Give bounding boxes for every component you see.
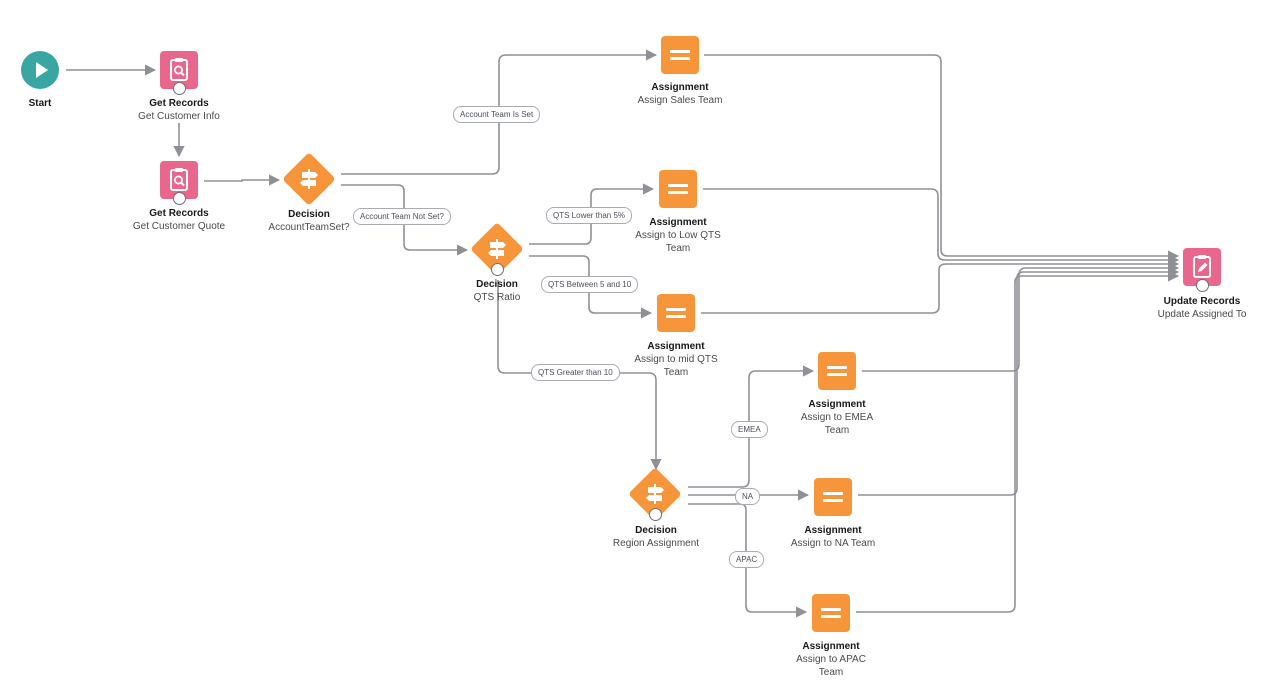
outcome-label-na[interactable]: NA	[735, 488, 761, 505]
get-customer-info-node[interactable]	[160, 51, 198, 95]
assignment-tile	[812, 594, 850, 632]
get-customer-info-label: Get Records Get Customer Info	[94, 97, 264, 123]
connector-port[interactable]	[649, 508, 662, 521]
assign-na-node[interactable]	[814, 478, 852, 516]
connector-mid-to-update	[701, 258, 1180, 314]
assignment-icon	[823, 492, 843, 502]
assign-low-qts-label: Assignment Assign to Low QTS Team	[593, 216, 763, 255]
node-name: Region Assignment	[612, 538, 700, 549]
assign-sales-team-node[interactable]	[661, 36, 699, 74]
outcome-label-qts-greater-than-10[interactable]: QTS Greater than 10	[531, 364, 620, 381]
assignment-tile	[657, 294, 695, 332]
assignment-tile	[814, 478, 852, 516]
update-records-node[interactable]	[1183, 248, 1221, 292]
connector-get-quote-to-decision	[204, 174, 281, 186]
assignment-tile	[818, 352, 856, 390]
outcome-label-account-team-not-set[interactable]: Account Team Not Set?	[353, 208, 451, 225]
decision-region-label: Decision Region Assignment	[571, 524, 741, 550]
assignment-tile	[661, 36, 699, 74]
outcome-label-apac[interactable]: APAC	[729, 551, 765, 568]
node-type: Assignment	[649, 217, 707, 228]
record-lookup-icon	[170, 58, 188, 81]
node-type: Get Records	[149, 98, 209, 109]
outcome-label-account-team-is-set[interactable]: Account Team Is Set	[453, 106, 541, 123]
node-type: Assignment	[804, 525, 862, 536]
assignment-icon	[666, 308, 686, 318]
node-name: QTS Ratio	[473, 292, 521, 303]
outcome-label-emea[interactable]: EMEA	[731, 421, 768, 438]
outcome-label-qts-between-5-and-10[interactable]: QTS Between 5 and 10	[541, 276, 639, 293]
node-type: Assignment	[802, 641, 860, 652]
node-name: Update Assigned To	[1157, 309, 1247, 320]
record-lookup-icon	[170, 168, 188, 191]
node-name: Get Customer Quote	[132, 221, 226, 232]
node-type: Start	[28, 98, 52, 109]
decision-icon	[488, 239, 506, 259]
assign-apac-label: Assignment Assign to APAC Team	[746, 640, 916, 679]
connector-sales-to-update	[704, 54, 1180, 262]
play-icon	[36, 62, 48, 78]
assignment-icon	[827, 366, 847, 376]
connector-na-to-update	[858, 266, 1180, 496]
node-name: AccountTeamSet?	[268, 222, 350, 233]
node-type: Assignment	[647, 341, 705, 352]
node-name: Assign to APAC Team	[796, 654, 866, 678]
node-type: Assignment	[808, 399, 866, 410]
node-name: Assign to EMEA Team	[800, 412, 874, 436]
decision-qts-ratio-node[interactable]	[470, 222, 524, 276]
node-name: Assign Sales Team	[637, 95, 723, 106]
assign-emea-node[interactable]	[818, 352, 856, 390]
assignment-tile	[659, 170, 697, 208]
get-customer-quote-node[interactable]	[160, 161, 198, 205]
decision-region-node[interactable]	[628, 467, 682, 521]
decision-account-team-label: Decision AccountTeamSet?	[224, 208, 394, 234]
node-type: Assignment	[651, 82, 709, 93]
update-records-label: Update Records Update Assigned To	[1117, 295, 1271, 321]
connector-apac-to-update	[856, 270, 1180, 613]
decision-icon	[300, 169, 318, 189]
decision-icon	[646, 484, 664, 504]
start-node-label: Start	[0, 97, 125, 110]
assign-sales-team-label: Assignment Assign Sales Team	[595, 81, 765, 107]
assign-na-label: Assignment Assign to NA Team	[748, 524, 918, 550]
assignment-icon	[670, 50, 690, 60]
get-customer-quote-label: Get Records Get Customer Quote	[94, 207, 264, 233]
assign-apac-node[interactable]	[812, 594, 850, 632]
node-name: Assign to Low QTS Team	[635, 230, 721, 254]
node-type: Get Records	[149, 208, 209, 219]
connector-port[interactable]	[173, 82, 186, 95]
node-type: Decision	[476, 279, 518, 290]
node-type: Decision	[288, 209, 330, 220]
record-update-icon	[1193, 255, 1211, 278]
node-type: Decision	[635, 525, 677, 536]
decision-qts-ratio-label: Decision QTS Ratio	[412, 278, 582, 304]
node-name: Assign to NA Team	[790, 538, 876, 549]
start-node[interactable]	[21, 51, 59, 89]
assign-low-qts-node[interactable]	[659, 170, 697, 208]
connector-port[interactable]	[491, 263, 504, 276]
assignment-icon	[821, 608, 841, 618]
node-name: Assign to mid QTS Team	[634, 354, 718, 378]
connector-low-to-update	[703, 188, 1180, 266]
assign-emea-label: Assignment Assign to EMEA Team	[752, 398, 922, 437]
assign-mid-qts-node[interactable]	[657, 294, 695, 332]
connector-port[interactable]	[1196, 279, 1209, 292]
outcome-label-qts-lower-than-5[interactable]: QTS Lower than 5%	[546, 207, 633, 224]
node-name: Get Customer Info	[138, 111, 220, 122]
node-type: Update Records	[1163, 296, 1241, 307]
assign-mid-qts-label: Assignment Assign to mid QTS Team	[591, 340, 761, 379]
connector-port[interactable]	[173, 192, 186, 205]
assignment-icon	[668, 184, 688, 194]
decision-account-team-node[interactable]	[282, 152, 336, 206]
